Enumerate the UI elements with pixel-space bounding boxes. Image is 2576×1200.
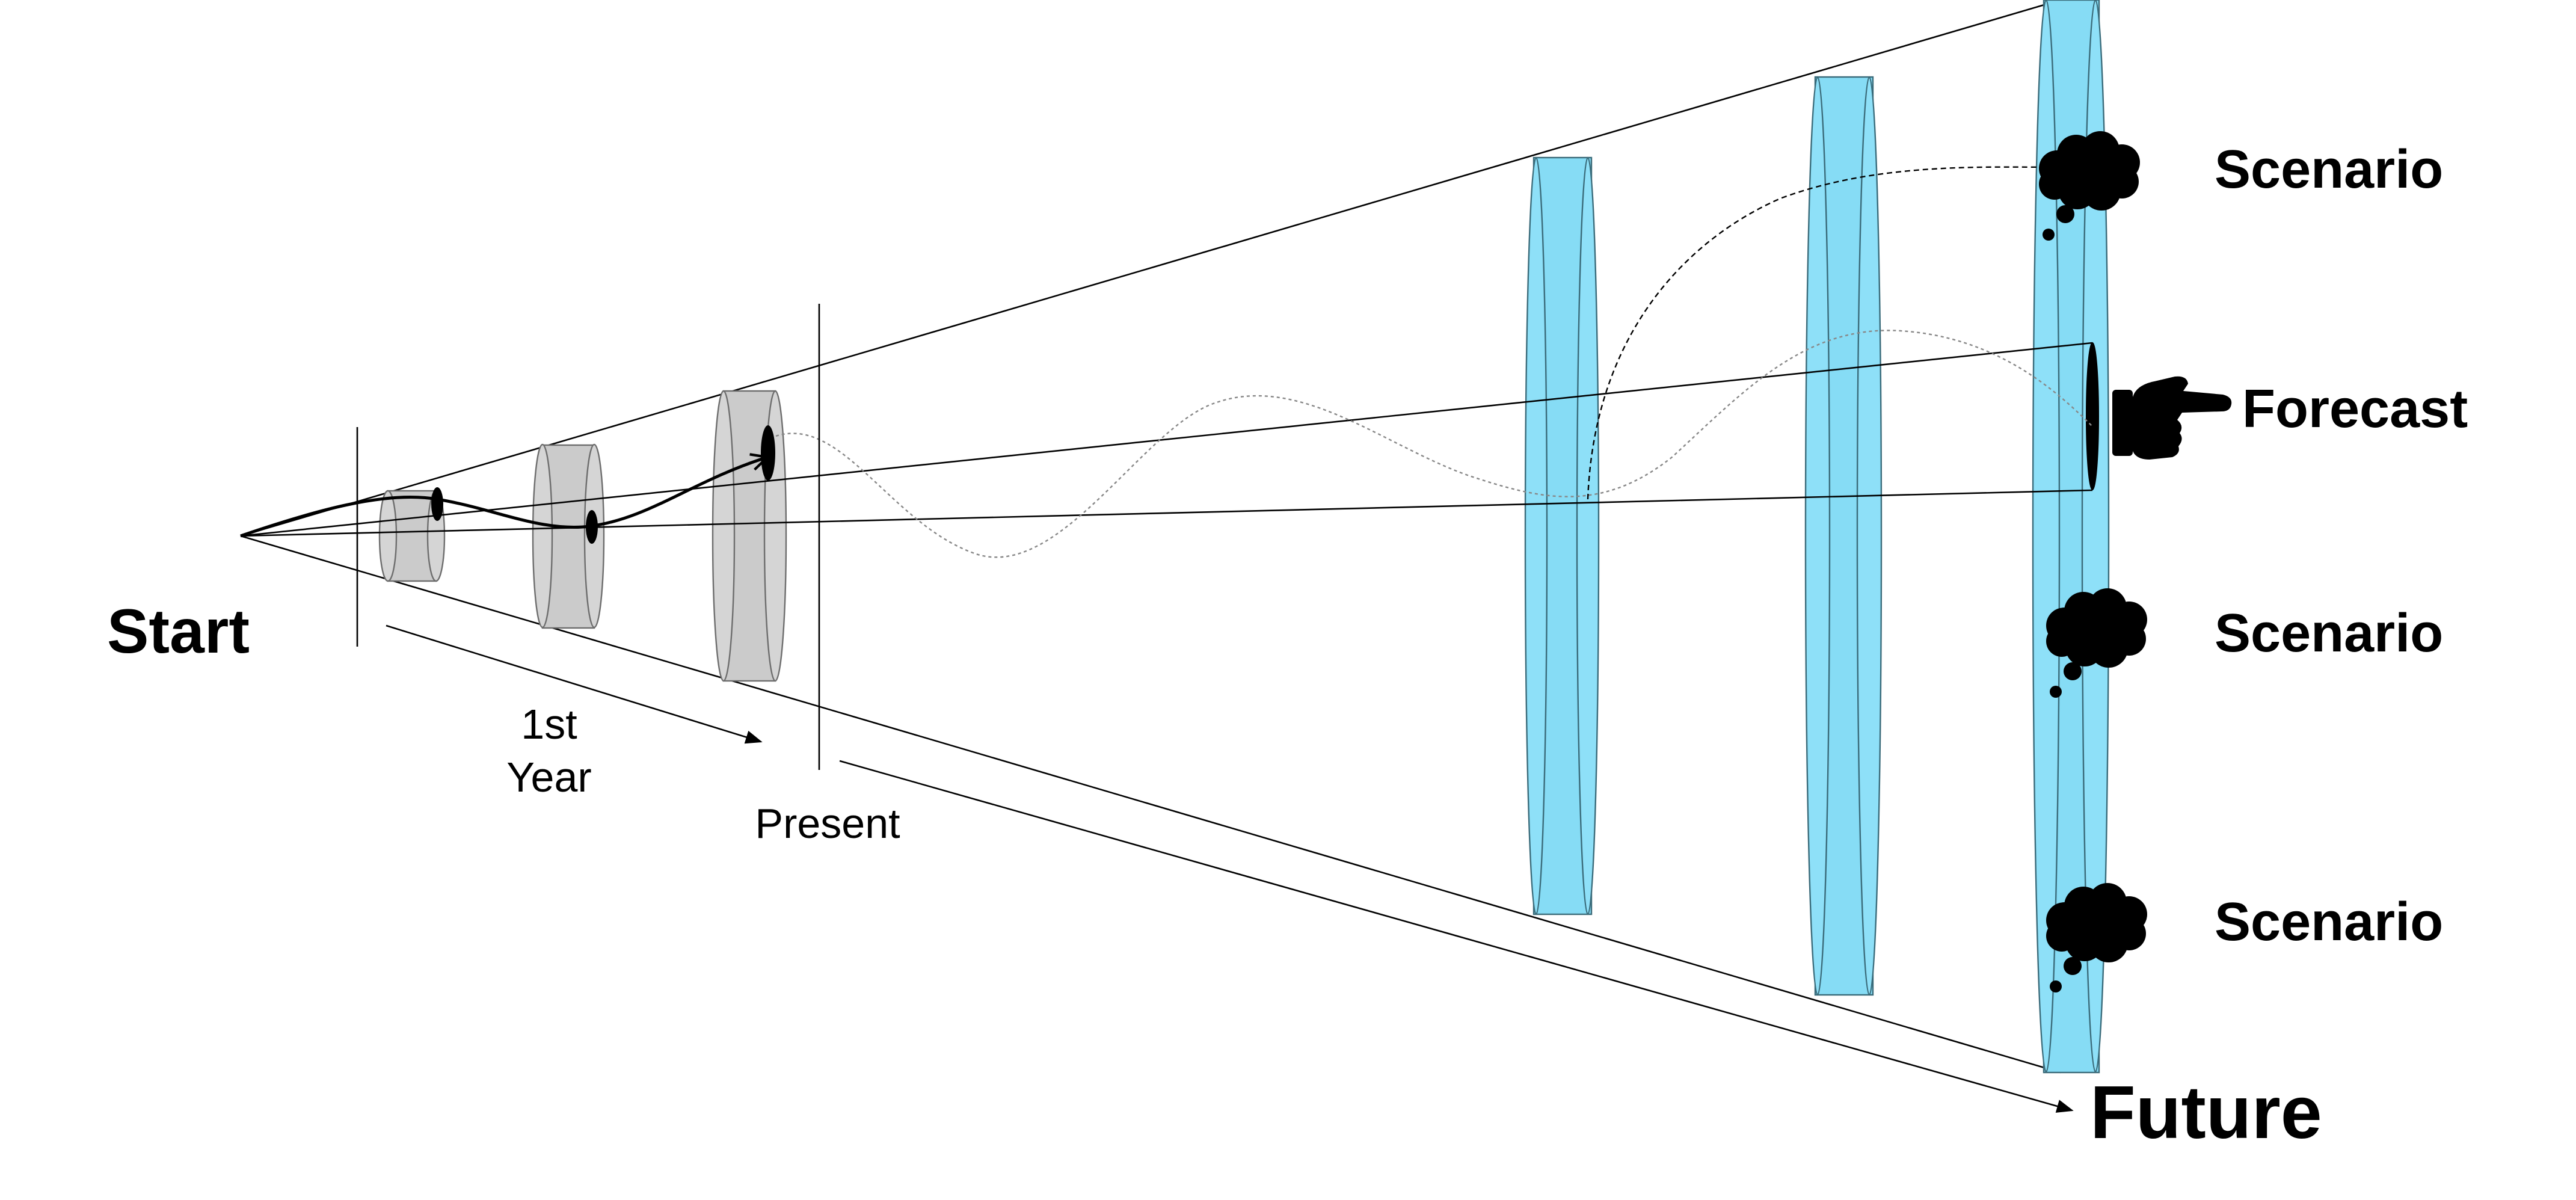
future-label: Future: [2090, 1071, 2322, 1154]
future-disk-2: [1804, 76, 1883, 996]
first-year-label-line1: 1st: [521, 701, 577, 748]
past-disk-2: [532, 443, 605, 629]
scenario-branch: [1587, 166, 2058, 500]
scenario-label-bottom: Scenario: [2215, 892, 2443, 952]
scenario-label-middle: Scenario: [2215, 603, 2443, 663]
timeline-markers: [356, 304, 2074, 1113]
scenario-label-top: Scenario: [2215, 140, 2443, 200]
past-trajectory: [240, 457, 767, 538]
future-disk-1: [1524, 156, 1600, 915]
possible-trajectory: [775, 330, 2094, 558]
pointing-hand-icon: [2112, 376, 2232, 460]
start-label: Start: [107, 597, 250, 666]
present-label: Present: [755, 800, 900, 847]
forecast-cone: [240, 342, 2099, 537]
outer-cone: [240, 0, 2061, 1074]
past-disk-3: [712, 390, 787, 682]
forecast-label: Forecast: [2242, 379, 2468, 439]
first-year-label-line2: Year: [506, 754, 591, 801]
